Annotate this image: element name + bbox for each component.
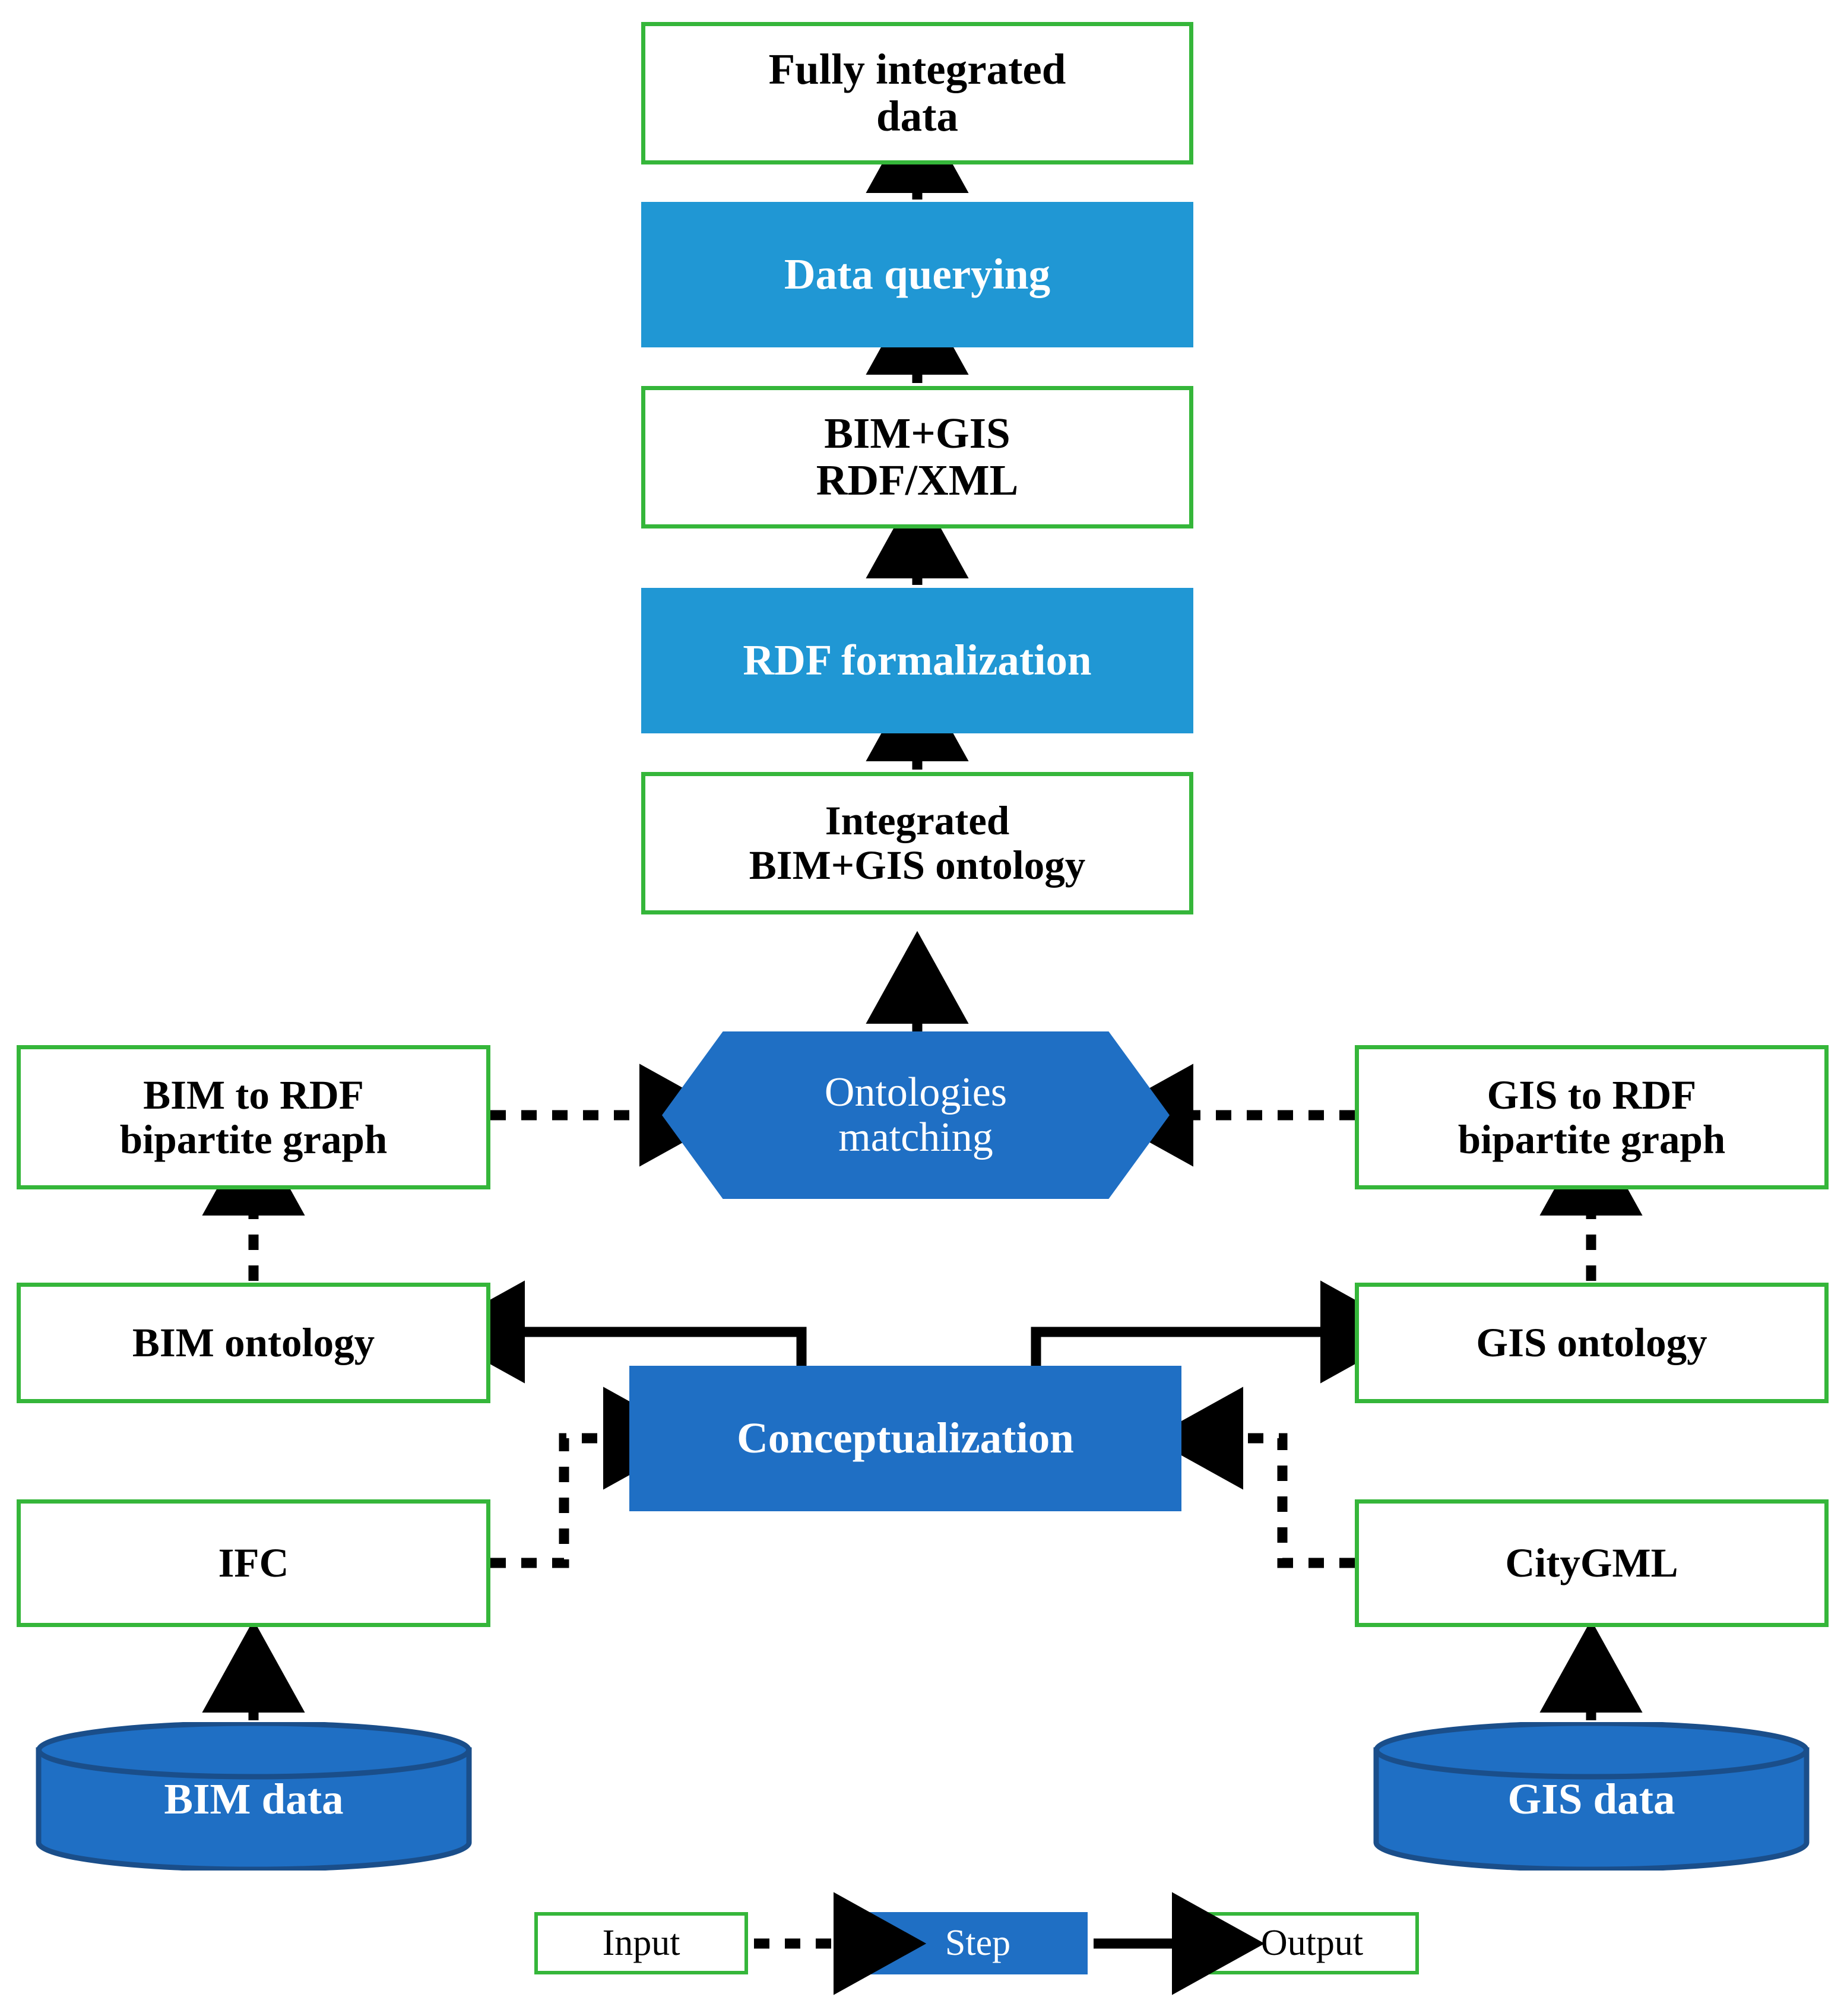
node-label: GIS ontology [1476,1320,1707,1366]
node-integrated-bim-gis-ontology[interactable]: Integrated BIM+GIS ontology [641,772,1193,914]
node-label: IFC [218,1540,289,1586]
node-label: BIM ontology [132,1320,375,1366]
node-label: Ontologies matching [824,1069,1007,1160]
edge-conceptualization-to-gisontology [1031,1280,1414,1384]
node-label: GIS data [1507,1775,1675,1823]
node-label: CityGML [1505,1540,1678,1586]
node-label: Fully integrated data [768,45,1066,140]
legend-input-label: Input [602,1923,680,1963]
legend-step-label: Step [945,1923,1011,1963]
edge-citygml-to-conceptualization [1150,1387,1355,1568]
legend-input-box: Input [534,1912,748,1974]
node-label: BIM data [164,1775,344,1823]
node-bim-gis-rdf-xml[interactable]: BIM+GIS RDF/XML [641,386,1193,528]
node-gis-ontology[interactable]: GIS ontology [1355,1283,1829,1403]
node-label: Conceptualization [737,1414,1074,1463]
node-label: BIM to RDF bipartite graph [119,1072,388,1162]
legend-arrows [534,1892,1425,1995]
edge-ifc-to-conceptualization [490,1387,696,1568]
node-bim-to-rdf-bipartite-graph[interactable]: BIM to RDF bipartite graph [17,1045,490,1189]
node-bim-data[interactable]: BIM data [36,1722,472,1871]
node-label: Data querying [784,250,1051,299]
edge-conceptualization-to-bimontology [432,1280,807,1384]
node-label: RDF formalization [743,636,1092,685]
legend: Input Step Output [534,1892,1419,1995]
node-label: GIS to RDF bipartite graph [1458,1072,1726,1162]
legend-output-label: Output [1260,1923,1364,1963]
node-ontologies-matching[interactable]: Ontologies matching [662,1031,1170,1199]
node-gis-data[interactable]: GIS data [1373,1722,1810,1871]
node-rdf-formalization[interactable]: RDF formalization [641,588,1193,733]
node-fully-integrated-data[interactable]: Fully integrated data [641,22,1193,164]
node-citygml[interactable]: CityGML [1355,1499,1829,1627]
node-data-querying[interactable]: Data querying [641,202,1193,347]
node-bim-ontology[interactable]: BIM ontology [17,1283,490,1403]
node-label: BIM+GIS RDF/XML [816,409,1019,504]
node-ifc[interactable]: IFC [17,1499,490,1627]
node-conceptualization[interactable]: Conceptualization [629,1366,1181,1511]
node-gis-to-rdf-bipartite-graph[interactable]: GIS to RDF bipartite graph [1355,1045,1829,1189]
node-label: Integrated BIM+GIS ontology [749,798,1086,888]
